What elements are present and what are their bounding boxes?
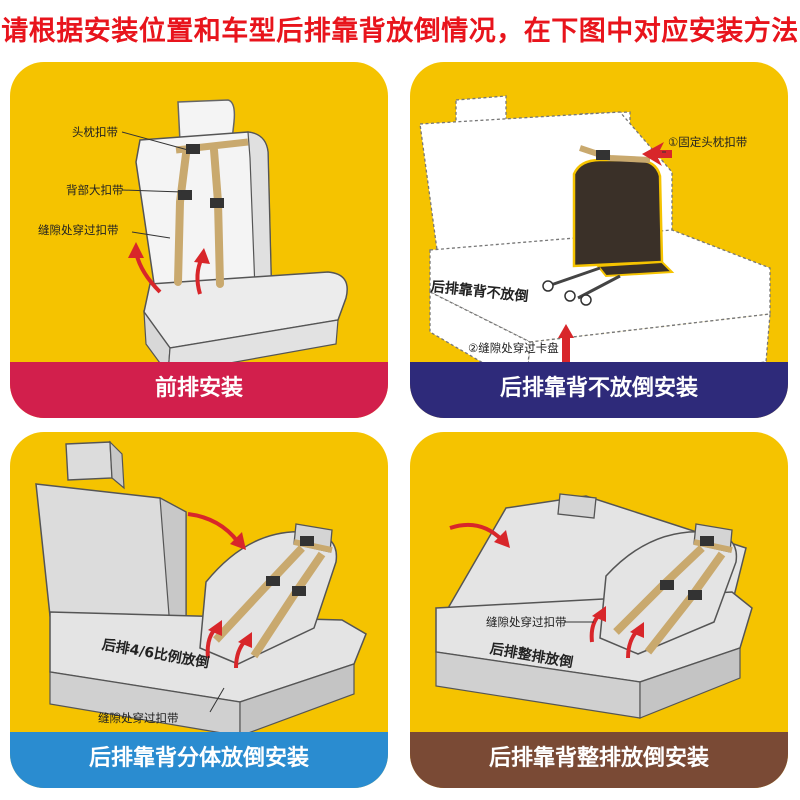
rear-whole-illustration [410,432,788,788]
page-title: 请根据安装位置和车型后排靠背放倒情况，在下图中对应安装方法 [1,16,799,47]
headrest-strap-label: 头枕扣带 [72,125,118,139]
fix-headrest-label: ①固定头枕扣带 [668,135,748,149]
gap-strap-label: 缝隙处穿过扣带 [38,223,119,237]
rear-upright-illustration [410,62,788,418]
panel-front-install: 头枕扣带 背部大扣带 缝隙处穿过扣带 前排安装 [10,62,388,418]
panel-rear-split-install: 后排4/6比例放倒 缝隙处穿过扣带 后排靠背分体放倒安装 [10,432,388,788]
gap-strap-label-whole: 缝隙处穿过扣带 [486,615,567,629]
gap-disc-label: ②缝隙处穿过卡盘 [468,341,559,355]
banner-rear-split-install: 后排靠背分体放倒安装 [10,732,388,788]
banner-rear-upright-install: 后排靠背不放倒安装 [410,362,788,418]
panel-rear-whole-install: 缝隙处穿过扣带 后排整排放倒 后排靠背整排放倒安装 [410,432,788,788]
banner-rear-whole-install: 后排靠背整排放倒安装 [410,732,788,788]
back-strap-label: 背部大扣带 [66,183,124,197]
banner-front-install: 前排安装 [10,362,388,418]
panel-rear-upright-install: ①固定头枕扣带 后排靠背不放倒 ②缝隙处穿过卡盘 后排靠背不放倒安装 [410,62,788,418]
front-seat-illustration [10,62,388,418]
rear-split-illustration [10,432,388,788]
gap-strap-label-split: 缝隙处穿过扣带 [98,711,179,725]
